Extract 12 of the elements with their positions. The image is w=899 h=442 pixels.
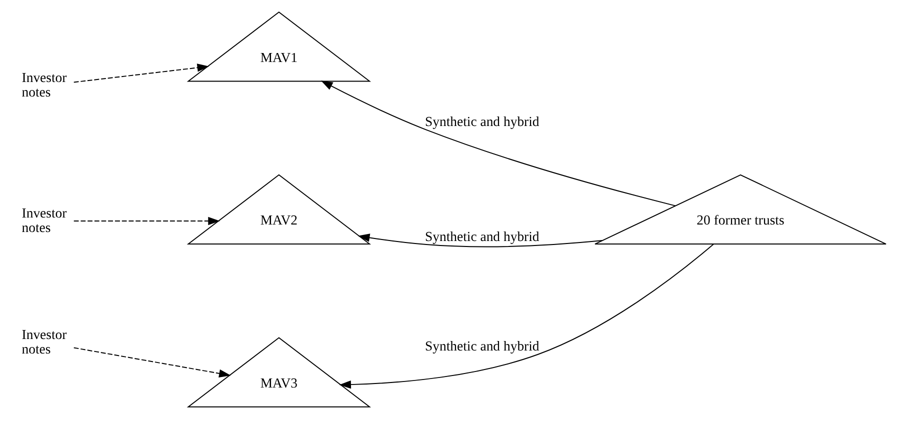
node-text: Investor notes [21, 70, 66, 100]
arrow [357, 234, 602, 248]
arrow [72, 64, 209, 83]
node-text: Investor notes [21, 205, 66, 235]
arrow [338, 244, 714, 389]
edge-label: Synthetic and hybrid [424, 114, 539, 130]
arrow [72, 347, 230, 378]
arrow [72, 216, 220, 226]
edge-label: Synthetic and hybrid [424, 338, 539, 354]
edge-label: Synthetic and hybrid [424, 228, 539, 244]
node-text: Investor notes [21, 326, 66, 357]
arrow [320, 80, 676, 206]
